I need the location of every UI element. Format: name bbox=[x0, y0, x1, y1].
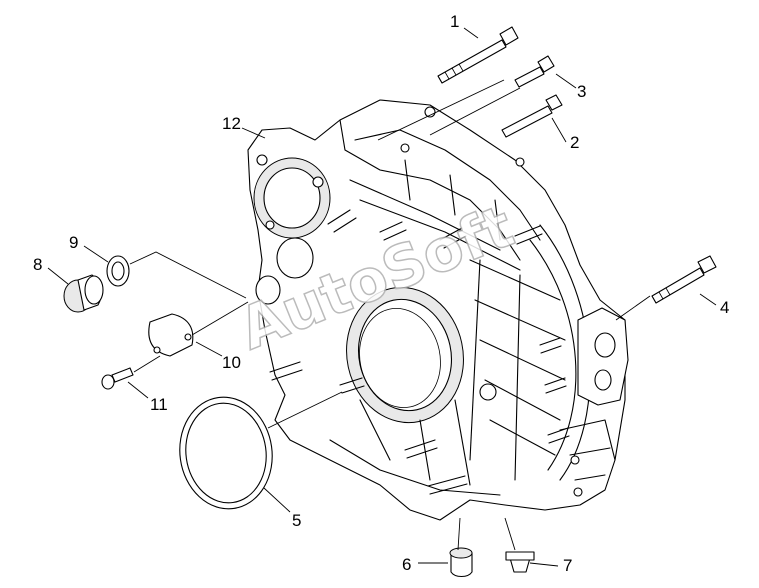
callout-10: 10 bbox=[222, 353, 241, 372]
callout-8: 8 bbox=[33, 255, 42, 274]
o-ring-5 bbox=[179, 396, 273, 510]
plug-8 bbox=[63, 274, 104, 313]
bolt-1 bbox=[437, 26, 519, 84]
bolt-4 bbox=[651, 255, 717, 304]
callout-11: 11 bbox=[150, 395, 168, 414]
callout-5: 5 bbox=[292, 511, 301, 530]
callout-9: 9 bbox=[69, 233, 78, 252]
plug-7 bbox=[505, 551, 535, 573]
callout-4: 4 bbox=[720, 298, 729, 317]
housing-studs bbox=[269, 209, 570, 495]
cover-plate-10 bbox=[148, 313, 194, 357]
callout-12: 12 bbox=[222, 114, 241, 133]
callout-numbers: 1 2 3 4 5 6 7 8 9 10 11 12 bbox=[33, 12, 729, 575]
washer-9 bbox=[106, 255, 130, 287]
callout-6: 6 bbox=[402, 555, 411, 574]
bolt-11 bbox=[101, 367, 134, 390]
callout-1: 1 bbox=[450, 12, 459, 31]
bolt-2 bbox=[501, 94, 563, 138]
callout-3: 3 bbox=[577, 82, 586, 101]
leader-lines bbox=[47, 27, 717, 567]
flywheel-housing bbox=[247, 99, 629, 521]
plug-6 bbox=[449, 547, 473, 578]
callout-7: 7 bbox=[563, 556, 572, 575]
bolt-3 bbox=[514, 55, 555, 88]
callout-2: 2 bbox=[570, 133, 579, 152]
